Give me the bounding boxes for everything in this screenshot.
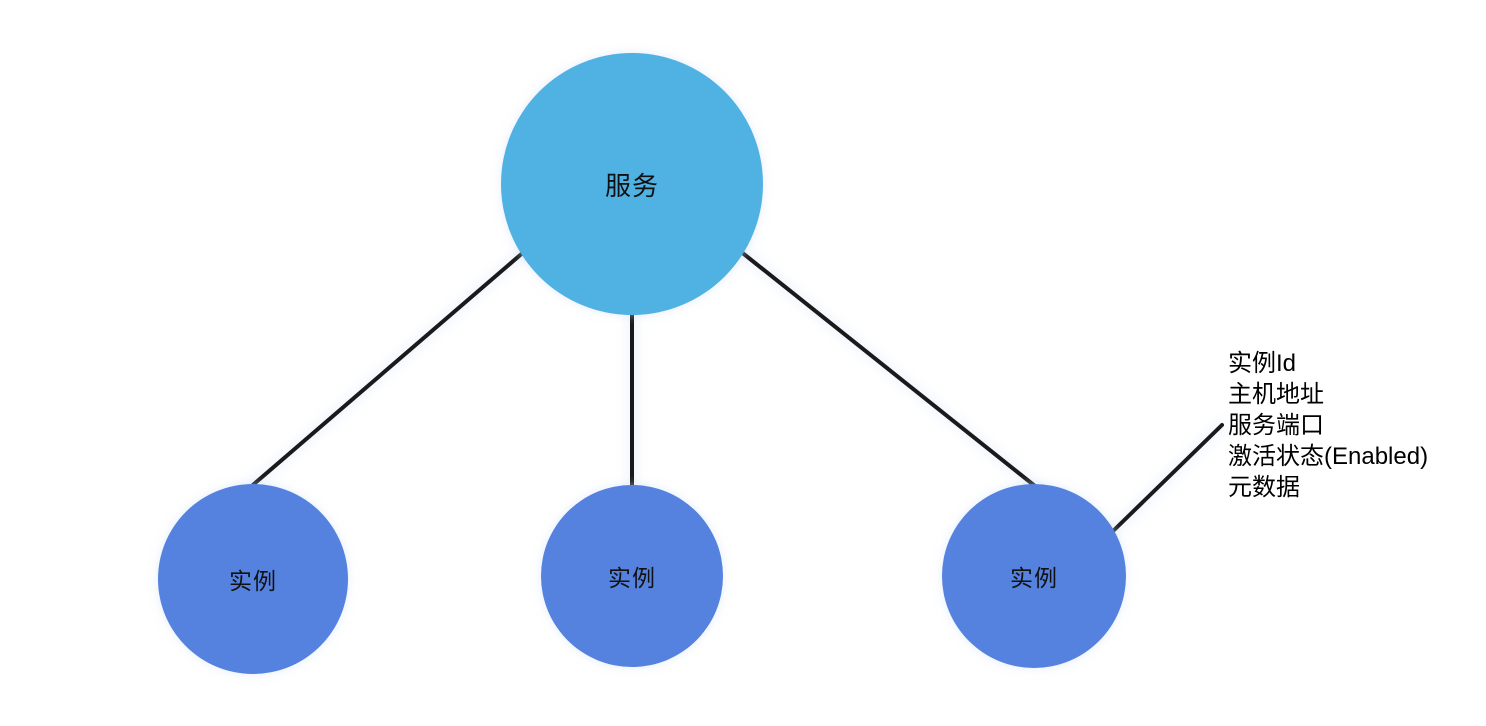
edge-service-to-instance-3 [723, 237, 1042, 492]
attribute-item-metadata: 元数据 [1228, 474, 1300, 501]
node-instance-3: 实例 [942, 484, 1126, 668]
node-instance-2-label: 实例 [608, 565, 656, 591]
node-instance-2: 实例 [541, 485, 723, 667]
node-service: 服务 [501, 53, 763, 315]
node-instance-1-label: 实例 [229, 568, 277, 594]
attribute-item-host-address: 主机地址 [1228, 381, 1324, 408]
attribute-item-enabled-state: 激活状态(Enabled) [1228, 443, 1429, 470]
instance-attributes-list: 实例Id 主机地址 服务端口 激活状态(Enabled) 元数据 [1228, 348, 1428, 503]
node-instance-1: 实例 [158, 484, 348, 674]
attribute-item-service-port: 服务端口 [1228, 412, 1324, 439]
attribute-item-instance-id: 实例Id [1228, 350, 1297, 377]
node-service-label: 服务 [604, 170, 659, 201]
node-instance-3-label: 实例 [1010, 565, 1058, 591]
edge-service-to-instance-1 [245, 236, 542, 492]
edge-instance-3-to-annotation [1108, 423, 1224, 536]
